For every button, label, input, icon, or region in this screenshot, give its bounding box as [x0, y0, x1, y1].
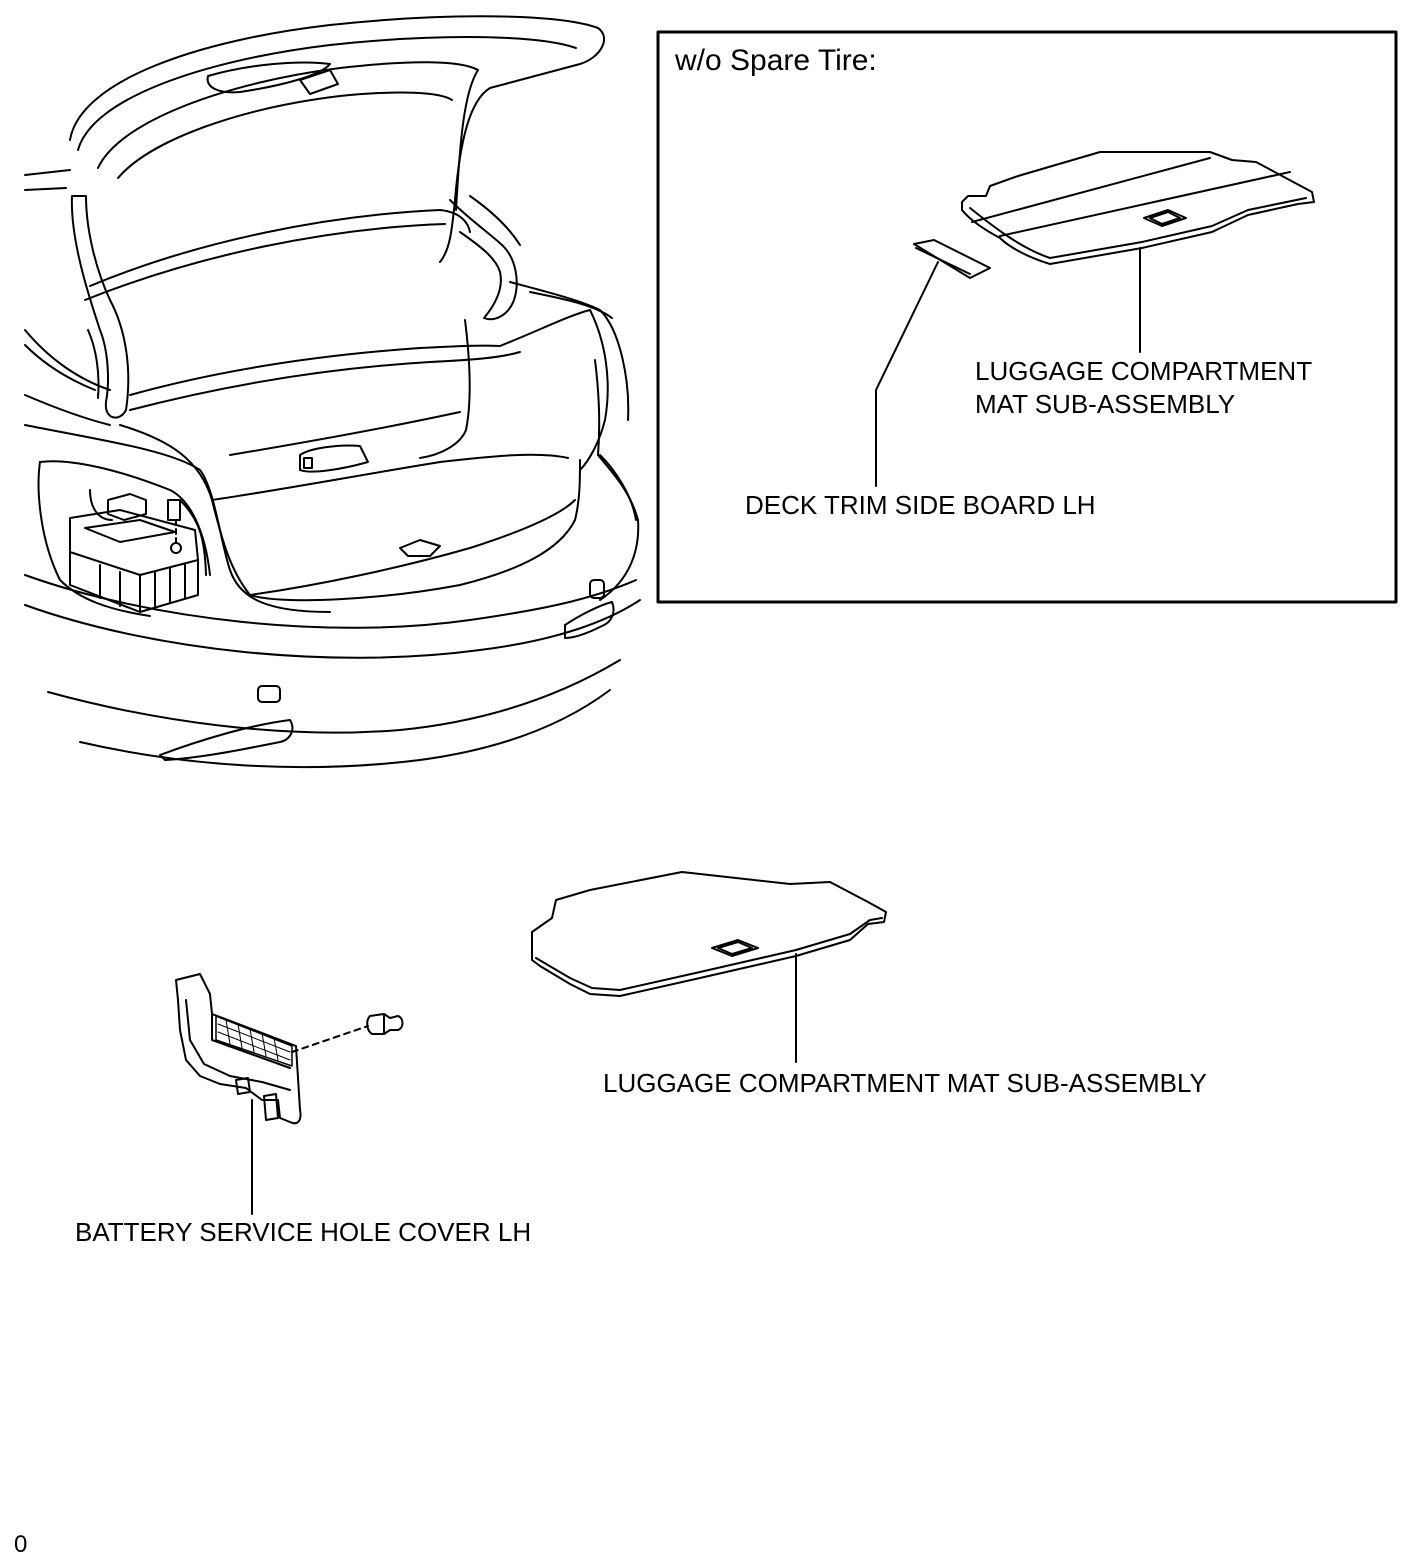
luggage-mat-label: LUGGAGE COMPARTMENT MAT SUB-ASSEMBLY	[603, 1068, 1207, 1098]
main-mat-hole	[711, 939, 759, 957]
inset-luggage-mat-label-line2: MAT SUB-ASSEMBLY	[975, 389, 1236, 419]
right-hinge-arm	[449, 199, 518, 321]
reflector-right	[564, 601, 615, 639]
inset-luggage-mat-label-line1: LUGGAGE COMPARTMENT	[975, 356, 1313, 386]
inset-board-leader	[875, 261, 939, 487]
trunk-opening	[129, 309, 609, 471]
left-hinge-arm	[70, 195, 130, 419]
inset-box	[656, 30, 1398, 604]
inset-frame	[656, 30, 1398, 604]
inset-luggage-mat-label: LUGGAGE COMPARTMENT MAT SUB-ASSEMBLY	[975, 355, 1312, 421]
deck-trim-side-board-label: DECK TRIM SIDE BOARD LH	[745, 490, 1096, 520]
reflector-left	[159, 719, 294, 761]
clip-dashed-line	[291, 1025, 369, 1053]
inset-mat-outline	[961, 151, 1315, 265]
inset-title: w/o Spare Tire:	[675, 44, 877, 77]
battery	[69, 489, 207, 613]
figure-code: 0	[14, 1531, 28, 1558]
battery-cover-outline	[175, 973, 302, 1125]
battery-cover-label: BATTERY SERVICE HOLE COVER LH	[75, 1217, 532, 1247]
battery-cover-mesh	[215, 1015, 293, 1067]
main-mat-outline	[531, 871, 887, 997]
battery-cover-illustration	[175, 973, 404, 1215]
deck-trim-side-board	[913, 239, 991, 279]
clip	[366, 1013, 404, 1035]
car-rear-illustration	[24, 15, 641, 769]
luggage-mat-illustration	[531, 871, 887, 1063]
inset-mat-hole	[1143, 209, 1187, 227]
trunk-lid	[69, 15, 605, 263]
